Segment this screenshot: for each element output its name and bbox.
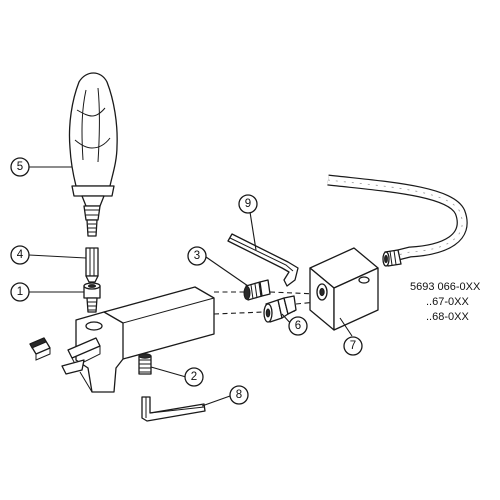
svg-text:7: 7 <box>350 340 356 352</box>
callout-8: 8 <box>229 385 249 405</box>
coolant-plug <box>243 279 271 301</box>
svg-text:9: 9 <box>245 198 251 210</box>
coolant-nipple <box>263 295 297 323</box>
coolant-hose <box>327 174 468 262</box>
svg-text:8: 8 <box>236 389 242 401</box>
hex-key-large <box>227 233 299 287</box>
callout-6: 6 <box>288 316 308 336</box>
callout-9: 9 <box>238 194 258 214</box>
part-number-line-3: ..68-0XX <box>426 311 469 323</box>
svg-text:5: 5 <box>17 161 23 173</box>
callout-7: 7 <box>343 336 363 356</box>
part-number-line-2: ..67-0XX <box>426 296 469 308</box>
callout-1: 1 <box>10 282 30 302</box>
coolant-adapter-block <box>309 247 379 331</box>
callout-5: 5 <box>10 157 30 177</box>
screwdriver <box>68 72 118 237</box>
torx-bit <box>85 247 99 283</box>
callout-2: 2 <box>184 367 204 387</box>
hose-fitting <box>382 249 402 267</box>
clamp-screw <box>83 282 101 313</box>
leader-lines <box>28 166 353 407</box>
svg-text:6: 6 <box>295 320 301 332</box>
set-screw <box>138 353 152 375</box>
cutting-insert <box>29 337 51 361</box>
svg-text:3: 3 <box>194 250 200 262</box>
tool-holder <box>61 286 215 393</box>
callout-3: 3 <box>187 246 207 266</box>
callout-4: 4 <box>10 245 30 265</box>
hex-key-small <box>141 396 206 422</box>
svg-text:1: 1 <box>17 286 23 298</box>
svg-text:4: 4 <box>17 249 24 261</box>
alignment-lines <box>213 291 317 315</box>
svg-text:2: 2 <box>191 371 197 383</box>
part-numbers: 5693 066-0XX ..67-0XX ..68-0XX <box>410 281 481 323</box>
part-number-line-1: 5693 066-0XX <box>410 281 481 293</box>
